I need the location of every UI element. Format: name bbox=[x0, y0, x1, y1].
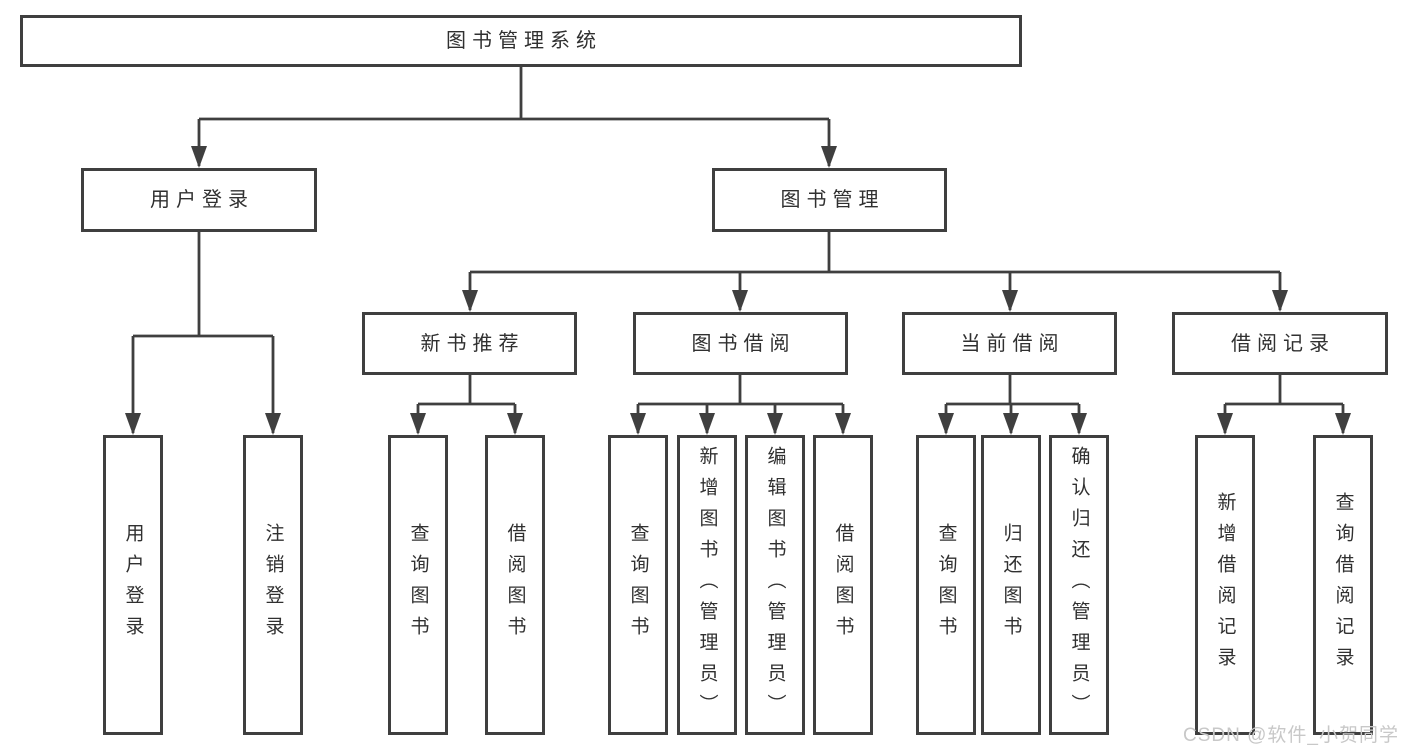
node-label: 新增图书（管理员） bbox=[696, 445, 718, 725]
node-label: 归还图书 bbox=[1000, 523, 1022, 647]
node-label: 用户登录 bbox=[150, 189, 254, 211]
leaf-borrow-borrow-book: 借阅图书 bbox=[813, 435, 873, 735]
leaf-borrow-query-book: 查询图书 bbox=[608, 435, 668, 735]
node-new-book-recommend: 新书推荐 bbox=[362, 312, 577, 375]
leaf-borrow-edit-book-admin: 编辑图书（管理员） bbox=[745, 435, 805, 735]
node-label: 注销登录 bbox=[262, 523, 284, 647]
node-label: 用户登录 bbox=[122, 523, 144, 647]
node-root-library-system: 图书管理系统 bbox=[20, 15, 1022, 67]
node-label: 查询借阅记录 bbox=[1332, 492, 1354, 678]
leaf-borrow-add-book-admin: 新增图书（管理员） bbox=[677, 435, 737, 735]
leaf-recommend-query-book: 查询图书 bbox=[388, 435, 448, 735]
node-label: 新增借阅记录 bbox=[1214, 492, 1236, 678]
node-label: 查询图书 bbox=[407, 523, 429, 647]
node-label: 确认归还（管理员） bbox=[1068, 445, 1090, 725]
leaf-records-query-record: 查询借阅记录 bbox=[1313, 435, 1373, 735]
node-book-borrow: 图书借阅 bbox=[633, 312, 848, 375]
node-label: 查询图书 bbox=[627, 523, 649, 647]
node-borrow-records: 借阅记录 bbox=[1172, 312, 1388, 375]
node-current-borrow: 当前借阅 bbox=[902, 312, 1117, 375]
node-label: 当前借阅 bbox=[960, 332, 1065, 355]
csdn-watermark: CSDN @软件_小贺同学 bbox=[1183, 725, 1399, 746]
node-label: 图书管理系统 bbox=[446, 30, 602, 52]
node-label: 图书借阅 bbox=[691, 332, 796, 355]
node-label: 图书管理 bbox=[780, 189, 885, 211]
leaf-recommend-borrow-book: 借阅图书 bbox=[485, 435, 545, 735]
leaf-records-add-record: 新增借阅记录 bbox=[1195, 435, 1255, 735]
leaf-logout: 注销登录 bbox=[243, 435, 303, 735]
leaf-current-return-book: 归还图书 bbox=[981, 435, 1041, 735]
node-book-management: 图书管理 bbox=[712, 168, 947, 232]
leaf-current-query-book: 查询图书 bbox=[916, 435, 976, 735]
node-label: 借阅图书 bbox=[504, 523, 526, 647]
leaf-current-confirm-return-admin: 确认归还（管理员） bbox=[1049, 435, 1109, 735]
node-label: 借阅记录 bbox=[1231, 332, 1335, 355]
leaf-user-login: 用户登录 bbox=[103, 435, 163, 735]
node-user-login-group: 用户登录 bbox=[81, 168, 317, 232]
node-label: 编辑图书（管理员） bbox=[764, 445, 786, 725]
node-label: 借阅图书 bbox=[832, 523, 854, 647]
node-label: 查询图书 bbox=[935, 523, 957, 647]
node-label: 新书推荐 bbox=[420, 332, 525, 355]
